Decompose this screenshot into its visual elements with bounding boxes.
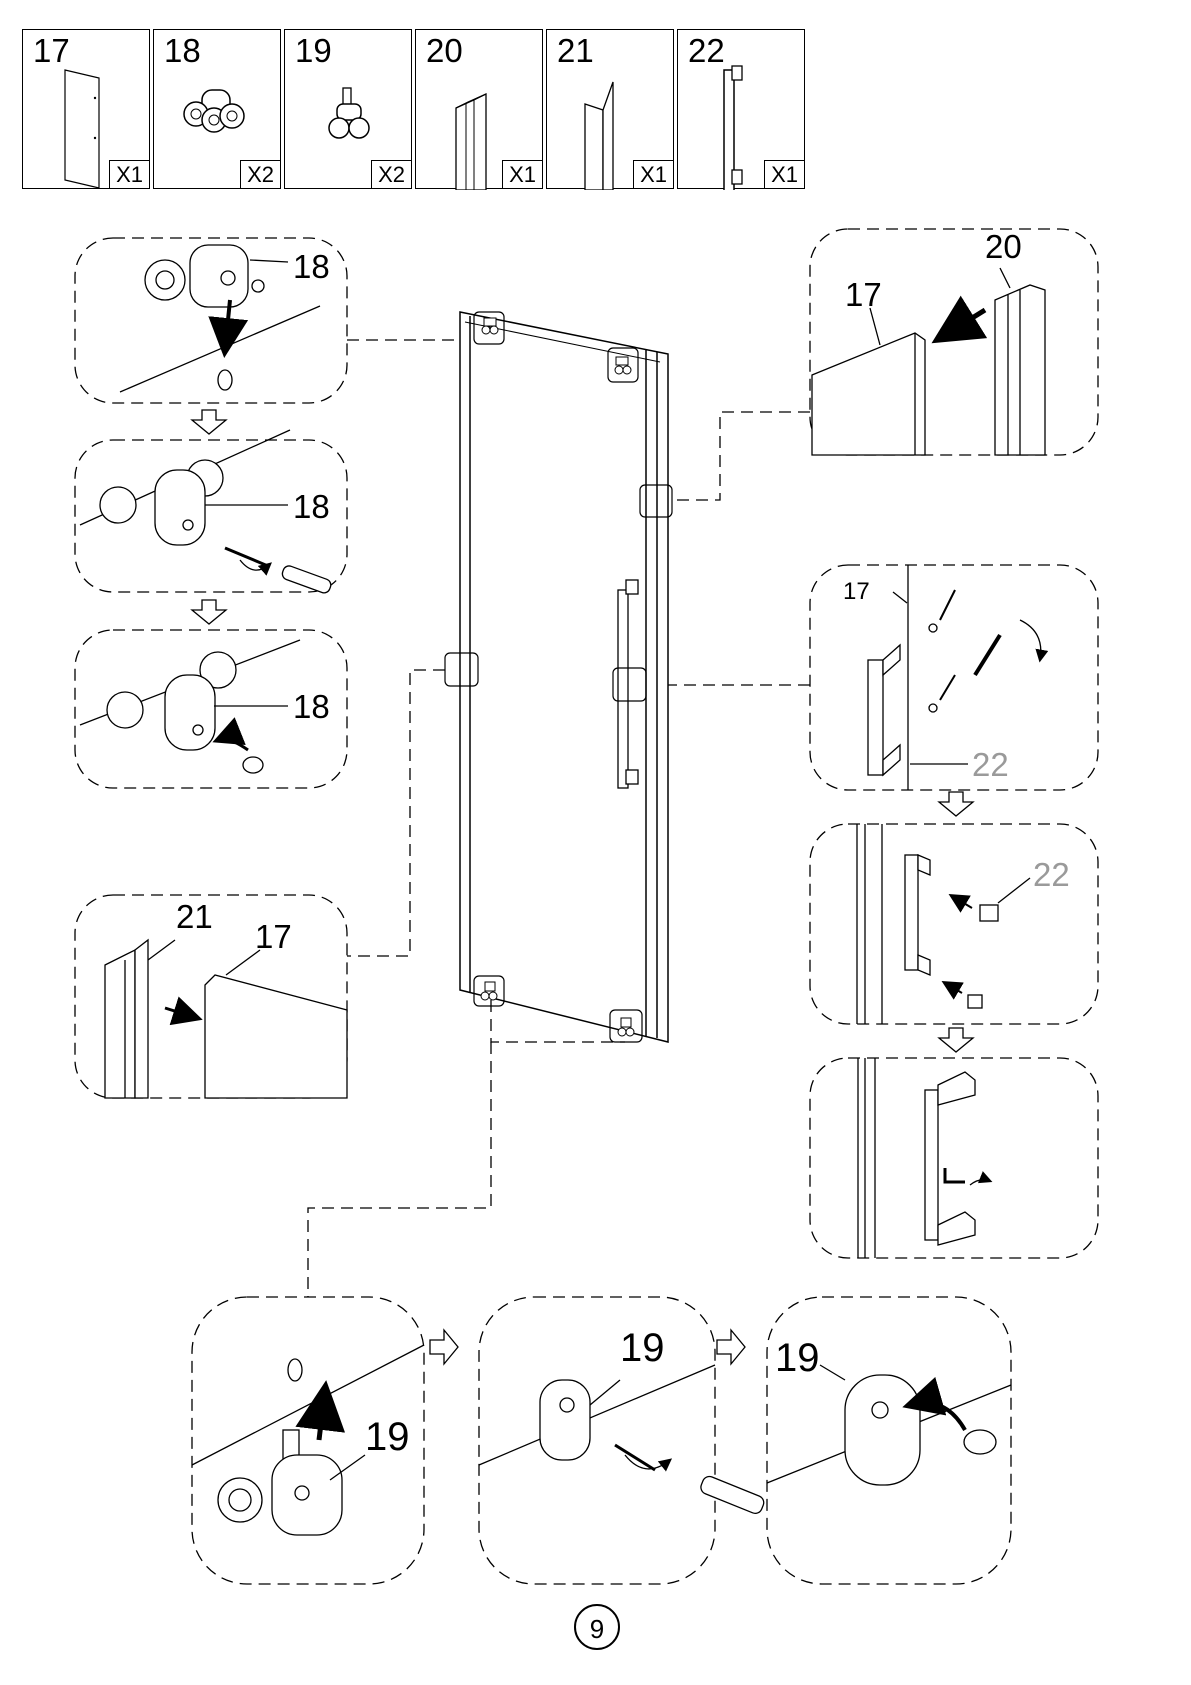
callout-top-roller-step3: 18 — [293, 690, 330, 723]
callout-handle-cap-part: 22 — [1033, 858, 1070, 891]
callout-bottom-roller-1: 19 — [365, 1417, 410, 1457]
callout-bottom-roller-3: 19 — [775, 1338, 820, 1378]
callout-handle-glass: 17 — [843, 580, 870, 604]
callout-top-roller-step2: 18 — [293, 490, 330, 523]
callout-seal-profile: 21 — [176, 900, 213, 933]
detail-panel-bottom-2 — [479, 1297, 715, 1584]
callout-handle-part: 22 — [972, 748, 1009, 781]
callout-magnet-glass: 17 — [845, 278, 882, 311]
callout-magnet-profile: 20 — [985, 230, 1022, 263]
glass-door-panel — [460, 312, 668, 1042]
page-number: 9 — [574, 1604, 620, 1650]
callout-bottom-roller-2: 19 — [620, 1328, 665, 1368]
callout-seal-glass: 17 — [255, 920, 292, 953]
detail-panel-handle-2 — [810, 824, 1098, 1024]
callout-top-roller-step1: 18 — [293, 250, 330, 283]
